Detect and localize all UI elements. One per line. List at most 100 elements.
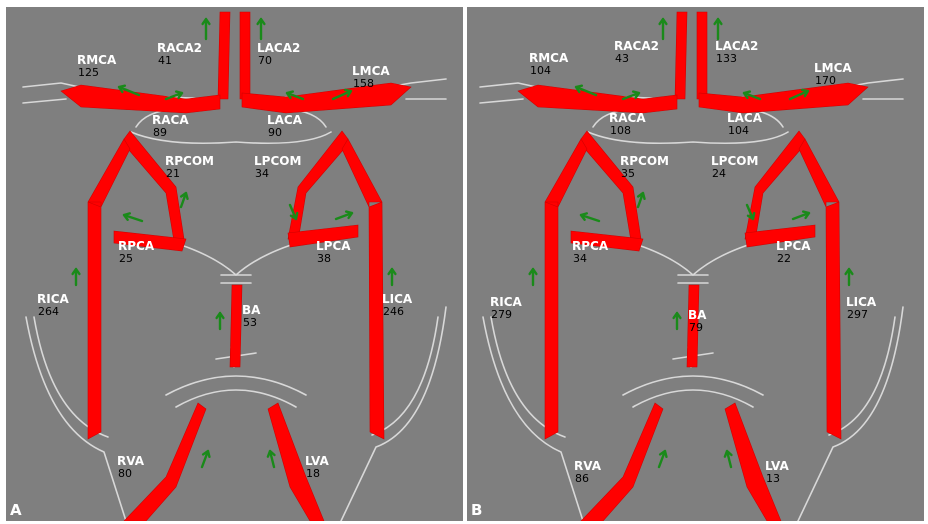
label-rpca-value: 25 [119, 252, 133, 265]
label-laca2-name: LACA2 [715, 39, 758, 53]
label-lpca-value: 38 [317, 252, 331, 265]
panel-b: RACA243LACA2133RMCA104LMCA170RACA108LACA… [467, 7, 924, 521]
label-rpca-name: RPCA [572, 239, 609, 253]
flow-arrow-icon [181, 193, 188, 207]
vessel-rica [545, 139, 587, 439]
vessel-raca2 [675, 12, 687, 99]
outline-path [623, 376, 763, 395]
label-lmca-value: 158 [353, 77, 374, 90]
flow-arrow-icon [530, 269, 537, 285]
label-lva-value: 18 [306, 467, 320, 480]
flow-arrow-icon [674, 313, 681, 329]
label-lica-value: 297 [847, 308, 868, 321]
vessel-laca2 [240, 12, 250, 99]
vessel-rpcom [581, 131, 641, 241]
label-rpcom-name: RPCOM [620, 154, 669, 168]
flow-arrow-icon [203, 19, 210, 39]
label-laca-value: 90 [268, 126, 282, 139]
label-raca-value: 108 [610, 124, 631, 137]
label-lva-name: LVA [305, 454, 329, 468]
flow-arrow-icon [336, 212, 352, 219]
label-lmca-value: 170 [815, 74, 836, 87]
vessel-lica [799, 139, 841, 439]
flow-arrow-icon [846, 269, 853, 285]
label-laca2-value: 70 [258, 54, 272, 67]
vessel-rica [88, 139, 130, 439]
label-rva-value: 80 [118, 467, 132, 480]
label-rica-value: 264 [38, 305, 59, 318]
label-raca2-name: RACA2 [157, 41, 202, 55]
label-rmca-value: 104 [530, 64, 551, 77]
flow-arrow-icon [715, 19, 722, 39]
vessel-rmca [61, 85, 220, 113]
vessel-laca2 [697, 12, 707, 99]
label-laca-name: LACA [727, 111, 763, 125]
label-lpcom-name: LPCOM [254, 154, 301, 168]
flow-arrow-icon [659, 451, 666, 467]
label-laca2-name: LACA2 [257, 41, 300, 55]
panel-letter-b: B [471, 501, 482, 519]
label-raca-value: 89 [153, 126, 167, 139]
label-lmca-name: LMCA [352, 64, 390, 78]
label-laca-name: LACA [267, 113, 303, 127]
outline-path [638, 245, 693, 275]
label-rpcom-value: 35 [621, 167, 635, 180]
label-raca2-name: RACA2 [614, 39, 659, 53]
flow-arrow-icon [268, 451, 275, 467]
vessel-lica [342, 139, 384, 439]
panel-letter-a: A [10, 501, 22, 519]
label-lica-name: LICA [382, 292, 413, 306]
label-rica-value: 279 [491, 308, 512, 321]
outline-path [341, 307, 446, 521]
label-lva-name: LVA [765, 459, 789, 473]
flow-arrow-icon [73, 269, 80, 285]
label-rpca-name: RPCA [118, 239, 155, 253]
label-lpca-name: LPCA [316, 239, 351, 253]
vessel-rmca [518, 85, 677, 113]
vessel-ba [230, 285, 242, 367]
label-raca-name: RACA [609, 111, 646, 125]
label-rpcom-value: 21 [166, 167, 180, 180]
label-ba-value: 53 [243, 316, 257, 329]
label-lpcom-value: 24 [712, 167, 726, 180]
vessel-group [518, 12, 868, 521]
label-rmca-value: 125 [78, 66, 99, 79]
label-rpcom-name: RPCOM [165, 154, 214, 168]
label-lica-value: 246 [383, 305, 404, 318]
vessel-raca2 [218, 12, 230, 99]
label-rica-name: RICA [37, 292, 70, 306]
label-lpcom-name: LPCOM [711, 154, 758, 168]
flow-arrow-icon [217, 313, 224, 329]
vessel-lmca [699, 83, 868, 113]
flow-arrow-icon [389, 269, 396, 285]
label-raca2-value: 43 [615, 52, 629, 65]
label-lva-value: 13 [766, 472, 780, 485]
outline-path [480, 99, 523, 103]
label-lpcom-value: 34 [255, 167, 269, 180]
outline-path [166, 376, 306, 395]
vessel-lpcom [745, 131, 805, 241]
label-lmca-name: LMCA [814, 61, 852, 75]
outline-path [181, 245, 236, 275]
flow-arrow-icon [202, 451, 209, 467]
label-lica-name: LICA [846, 295, 877, 309]
label-rva-name: RVA [117, 454, 145, 468]
label-lpca-name: LPCA [776, 239, 811, 253]
flow-arrow-icon [638, 193, 645, 207]
flow-arrow-icon [793, 212, 809, 219]
label-rva-value: 86 [575, 472, 589, 485]
vessel-rpcom [124, 131, 184, 241]
label-laca-value: 104 [728, 124, 749, 137]
label-rmca-name: RMCA [77, 53, 117, 67]
outline-path [23, 99, 66, 103]
outline-path [236, 245, 291, 275]
outline-path [798, 307, 903, 521]
label-raca-name: RACA [152, 113, 189, 127]
label-ba-name: BA [242, 303, 261, 317]
flow-arrow-icon [725, 451, 732, 467]
flow-arrow-icon [660, 19, 667, 39]
